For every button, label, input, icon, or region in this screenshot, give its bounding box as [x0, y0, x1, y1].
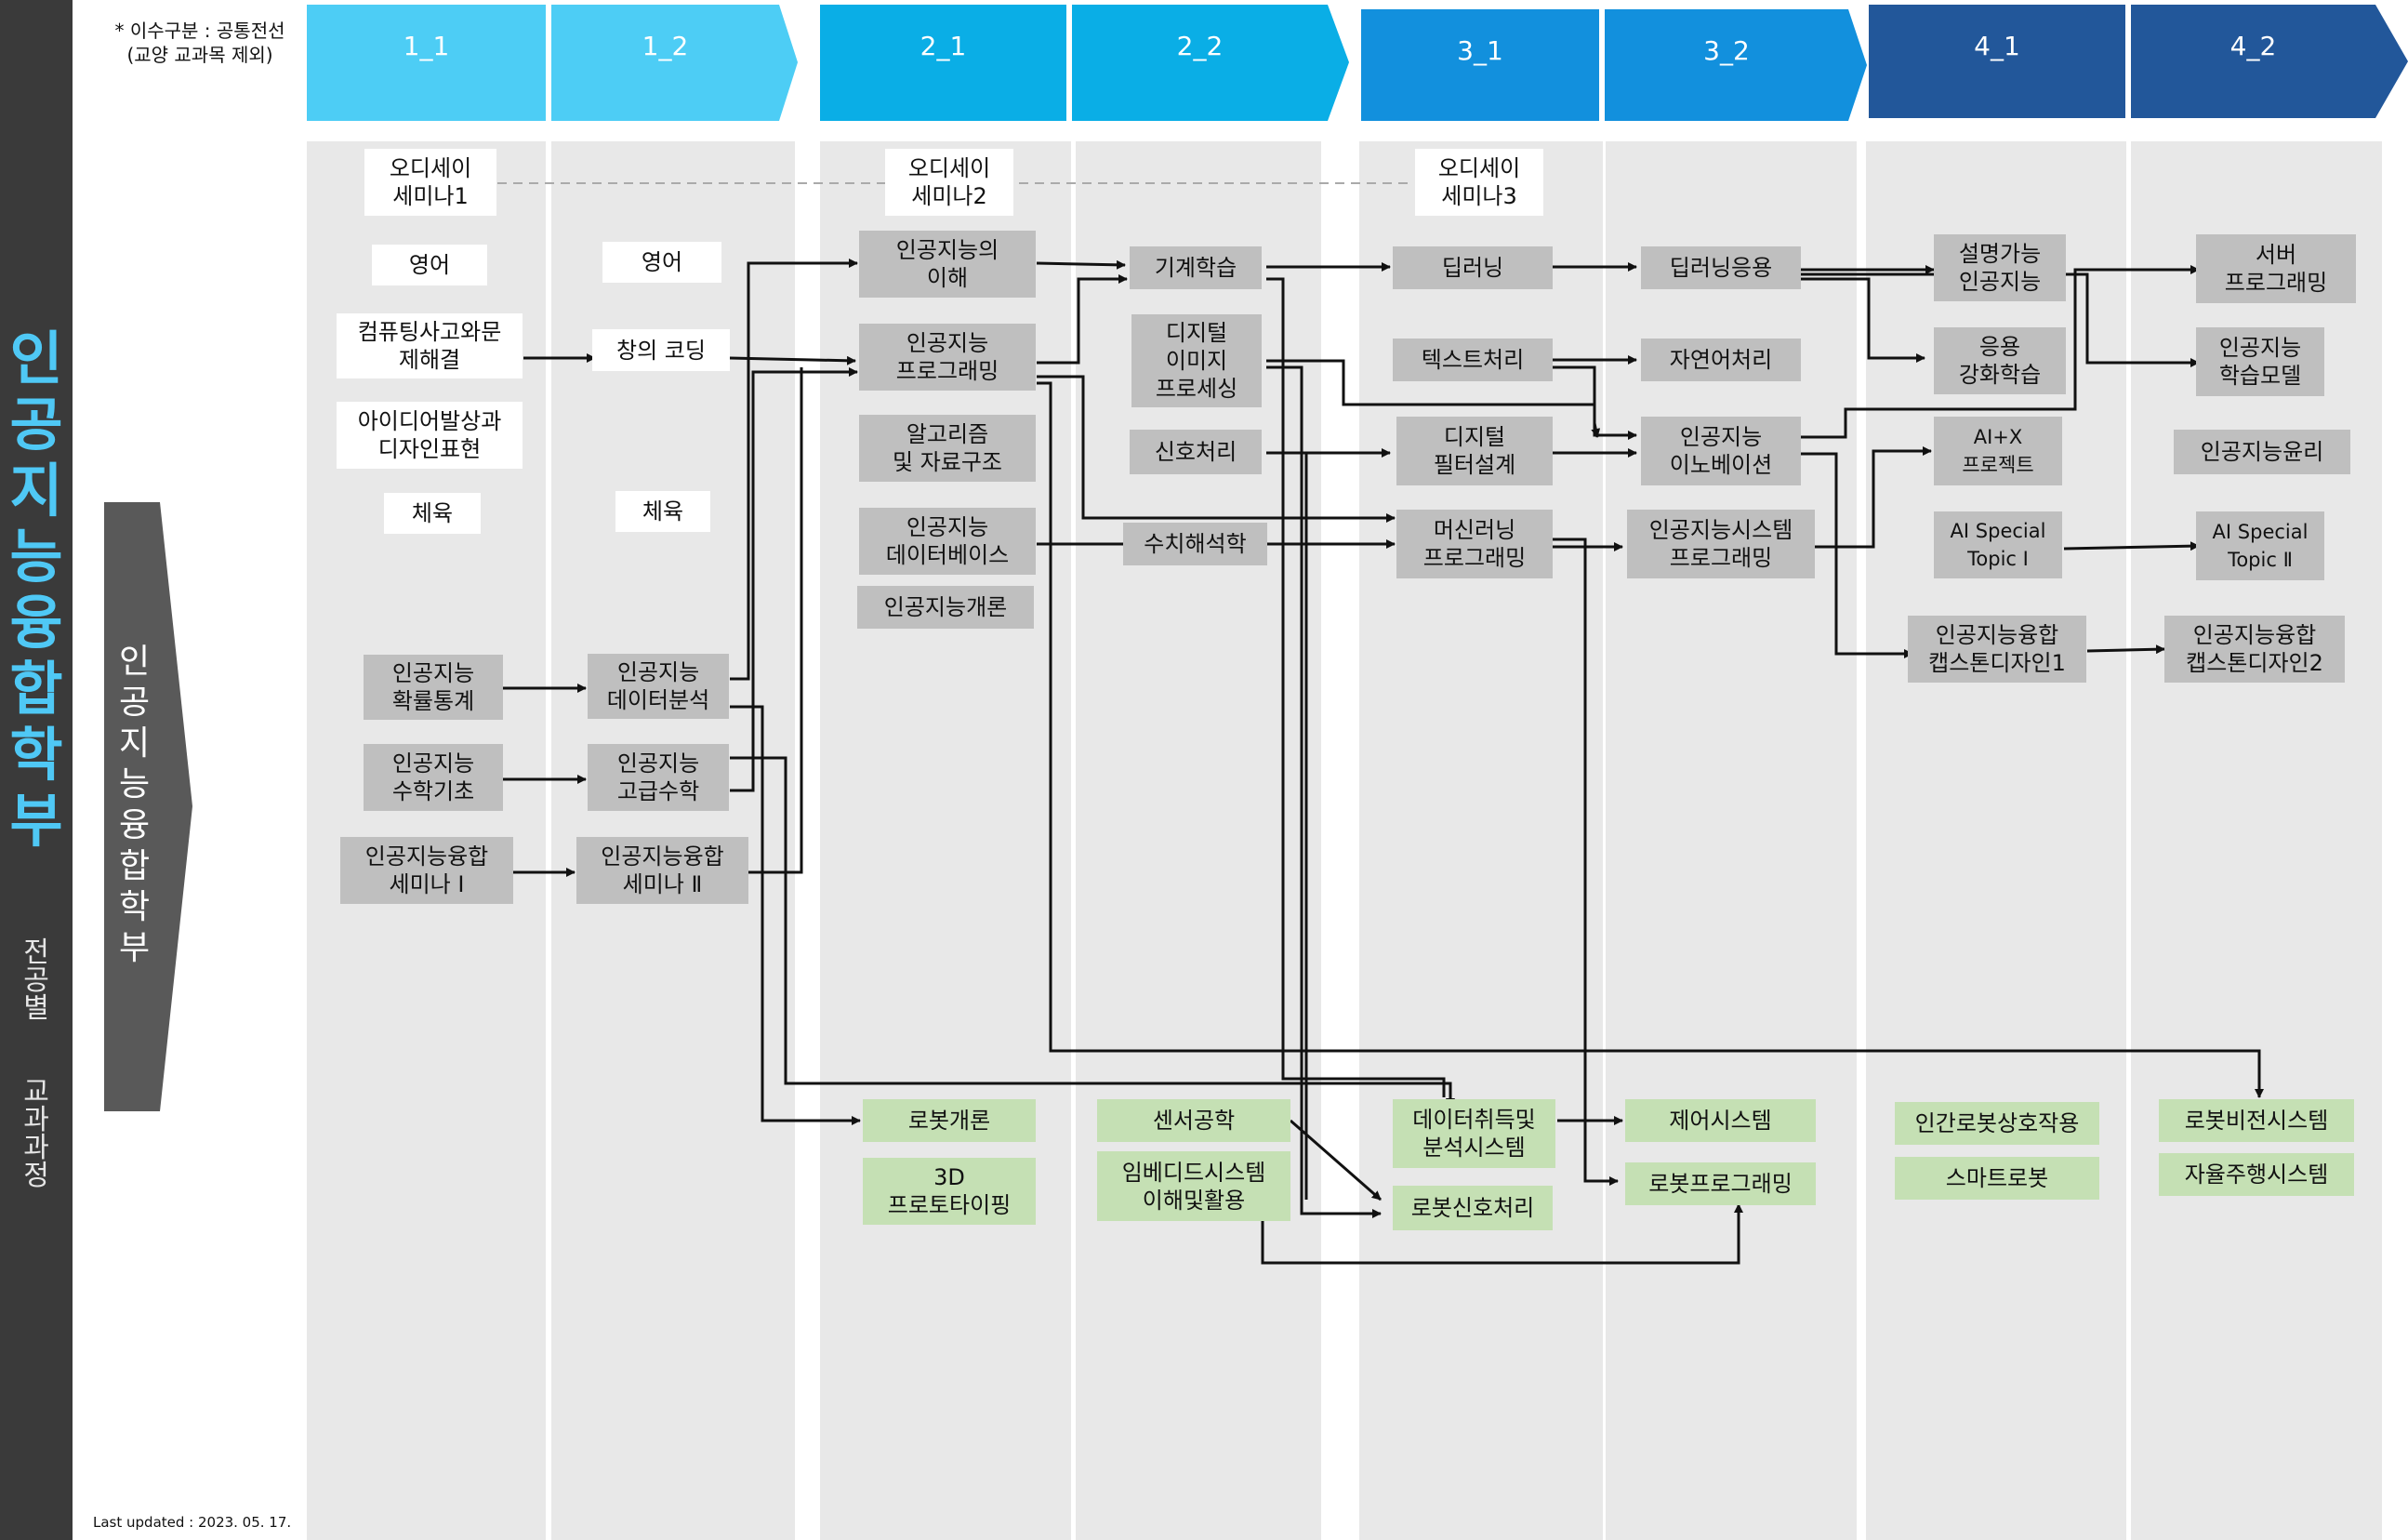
course-ai-advanced-math: 인공지능 고급수학	[588, 744, 729, 811]
category-note: * 이수구분 : 공통전선 (교양 교과목 제외)	[114, 20, 285, 66]
course-computing-thinking: 컴퓨팅사고와문 제해결	[337, 313, 523, 378]
semester-header-2-1: 2_1	[820, 5, 1066, 121]
course-idea-design: 아이디어발상과 디자인표현	[337, 402, 523, 469]
course-nlp: 자연어처리	[1641, 339, 1801, 381]
course-ai-innovation: 인공지능 이노베이션	[1641, 417, 1801, 485]
course-ai-math-basic: 인공지능 수학기초	[364, 744, 503, 811]
course-creative-coding: 창의 코딩	[592, 329, 730, 371]
semester-label: 1_2	[642, 31, 689, 61]
sidebar	[0, 0, 73, 1540]
course-ai-system-programming: 인공지능시스템 프로그래밍	[1627, 510, 1815, 578]
course-autonomous-driving: 자율주행시스템	[2159, 1153, 2354, 1196]
course-smart-robot: 스마트로봇	[1895, 1157, 2099, 1200]
course-english-1: 영어	[372, 245, 487, 285]
course-ai-data-analysis: 인공지능 데이터분석	[588, 654, 729, 719]
semester-header-3-2: 3_2	[1605, 9, 1867, 121]
course-ai-seminar-1: 인공지능융합 세미나 Ⅰ	[340, 837, 513, 904]
course-ai-understanding: 인공지능의 이해	[859, 231, 1036, 298]
course-deep-learning: 딥러닝	[1393, 246, 1553, 289]
course-ai-learning-model: 인공지능 학습모델	[2196, 327, 2324, 396]
course-odyssey-seminar-3: 오디세이 세미나3	[1415, 149, 1543, 216]
course-applied-rl: 응용 강화학습	[1934, 327, 2066, 394]
course-ai-seminar-2: 인공지능융합 세미나 Ⅱ	[576, 837, 748, 904]
course-explainable-ai: 설명가능 인공지능	[1934, 234, 2066, 301]
course-ai-x-project: AI+X 프로젝트	[1934, 417, 2062, 485]
semester-label: 2_1	[920, 31, 967, 61]
last-updated: Last updated : 2023. 05. 17.	[93, 1514, 292, 1531]
course-ai-prob-stats: 인공지능 확률통계	[364, 655, 503, 720]
semester-header-4-1: 4_1	[1869, 5, 2125, 118]
course-ai-special-topic-1: AI Special Topic Ⅰ	[1934, 511, 2062, 578]
course-deep-learning-application: 딥러닝응용	[1641, 246, 1801, 289]
course-digital-image-processing: 디지털 이미지 프로세싱	[1131, 314, 1262, 407]
semester-label: 1_1	[403, 31, 450, 61]
course-machine-learning: 기계학습	[1130, 246, 1262, 289]
side-arrow	[104, 502, 192, 1111]
course-server-programming: 서버 프로그래밍	[2196, 234, 2356, 303]
course-digital-filter-design: 디지털 필터설계	[1396, 417, 1553, 485]
semester-header-2-2: 2_2	[1072, 5, 1349, 121]
course-algorithms: 알고리즘 및 자료구조	[859, 415, 1036, 482]
semester-label: 4_2	[2229, 31, 2277, 61]
course-hri: 인간로봇상호작용	[1895, 1102, 2099, 1145]
course-ai-intro: 인공지능개론	[857, 586, 1034, 629]
course-ai-capstone-2: 인공지능융합 캡스톤디자인2	[2164, 616, 2345, 683]
course-signal-processing: 신호처리	[1130, 430, 1262, 474]
semester-label: 2_2	[1176, 31, 1224, 61]
semester-label: 3_1	[1457, 35, 1503, 66]
course-ai-programming: 인공지능 프로그래밍	[859, 324, 1036, 391]
course-sensor-engineering: 센서공학	[1097, 1099, 1290, 1142]
semester-header-3-1: 3_1	[1361, 9, 1599, 121]
course-embedded-systems: 임베디드시스템 이해및활용	[1097, 1151, 1290, 1221]
course-english-2: 영어	[602, 242, 721, 283]
course-ai-special-topic-2: AI Special Topic Ⅱ	[2196, 511, 2324, 580]
semester-header-4-2: 4_2	[2131, 5, 2408, 118]
semester-header-1-2: 1_2	[551, 5, 798, 121]
course-ai-ethics: 인공지능윤리	[2174, 430, 2350, 474]
course-ai-capstone-1: 인공지능융합 캡스톤디자인1	[1908, 616, 2086, 683]
course-odyssey-seminar-1: 오디세이 세미나1	[364, 149, 496, 216]
course-control-systems: 제어시스템	[1625, 1099, 1816, 1142]
course-odyssey-seminar-2: 오디세이 세미나2	[885, 149, 1013, 216]
course-pe-1: 체육	[384, 493, 481, 534]
course-ml-programming: 머신러닝 프로그래밍	[1396, 510, 1553, 578]
course-pe-2: 체육	[615, 491, 710, 532]
course-text-processing: 텍스트처리	[1393, 339, 1553, 381]
course-ai-database: 인공지능 데이터베이스	[859, 508, 1036, 575]
semester-label: 3_2	[1703, 35, 1750, 66]
course-robot-programming: 로봇프로그래밍	[1625, 1162, 1816, 1205]
course-numerical-analysis: 수치해석학	[1123, 523, 1267, 565]
course-data-acquisition: 데이터취득및 분석시스템	[1393, 1099, 1555, 1168]
course-3d-prototyping: 3D 프로토타이핑	[863, 1158, 1036, 1225]
semester-label: 4_1	[1974, 31, 2020, 61]
semester-header-1-1: 1_1	[307, 5, 546, 121]
course-robot-intro: 로봇개론	[863, 1099, 1036, 1142]
course-robot-signal-processing: 로봇신호처리	[1393, 1186, 1553, 1230]
course-robot-vision: 로봇비전시스템	[2159, 1099, 2354, 1142]
